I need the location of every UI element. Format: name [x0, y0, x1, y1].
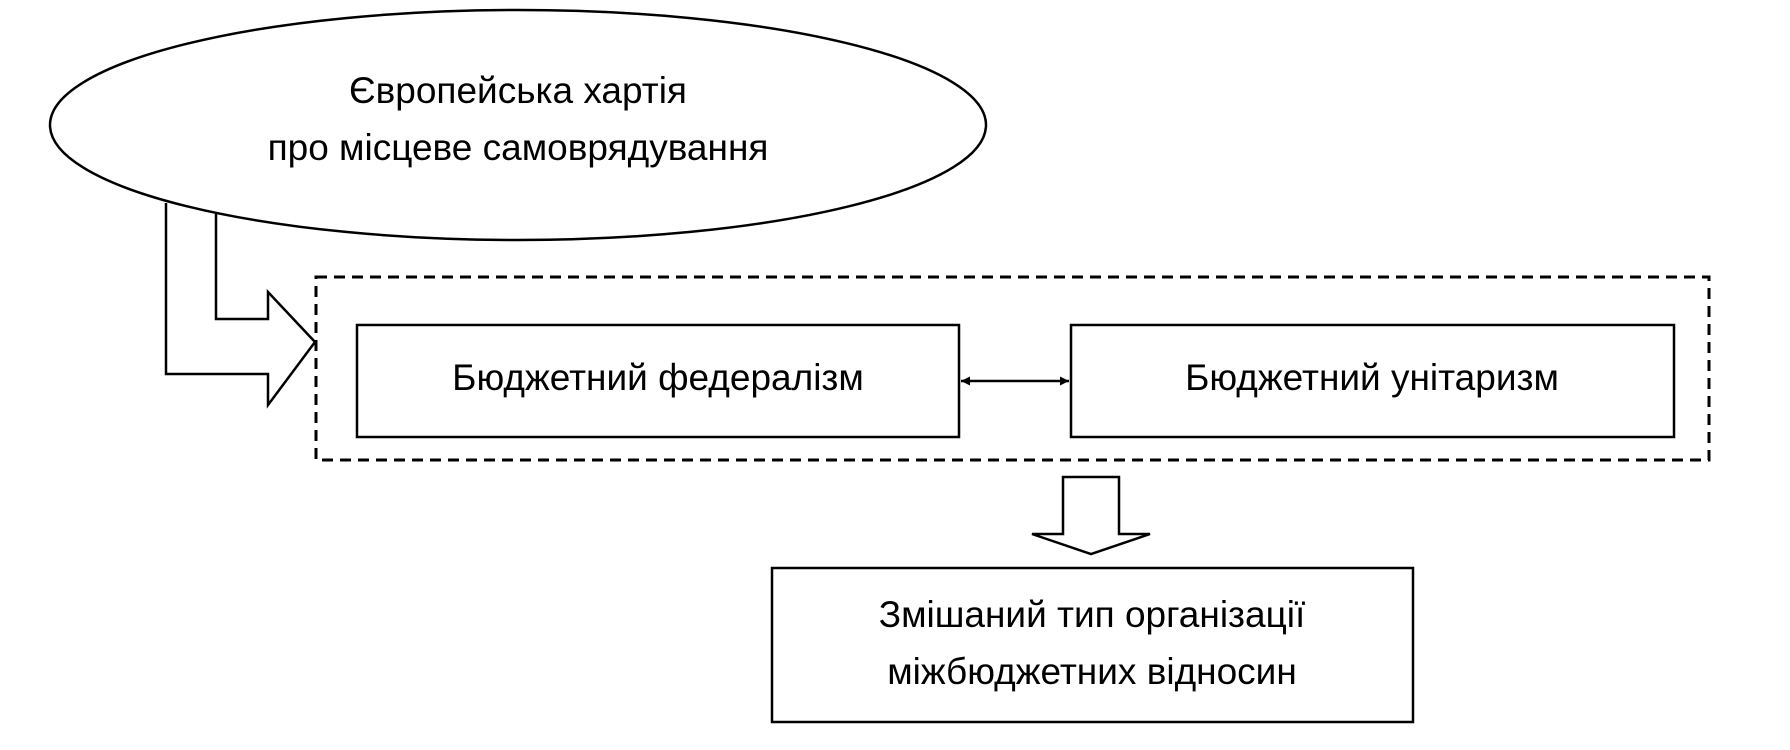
charter-title-line-1: Європейська хартія [349, 70, 687, 111]
budget-unitarism-label: Бюджетний унітаризм [1185, 357, 1559, 398]
budget-federalism-box [355, 323, 961, 439]
charter-title-line-2: про місцеве самоврядування [268, 127, 769, 168]
charter-ellipse [48, 8, 988, 242]
budget-unitarism-box [1069, 323, 1676, 439]
mixed-type-label-line-2: міжбюджетних відносин [887, 651, 1297, 692]
budget-federalism-label: Бюджетний федералізм [452, 357, 864, 398]
charter-to-group-block-arrow [164, 203, 317, 409]
mixed-type-label-line-1: Змішаний тип організації [879, 594, 1306, 635]
budget-models-group-frame [314, 275, 1711, 462]
group-to-mixed-block-arrow [1031, 475, 1151, 556]
mixed-type-box [770, 566, 1415, 724]
